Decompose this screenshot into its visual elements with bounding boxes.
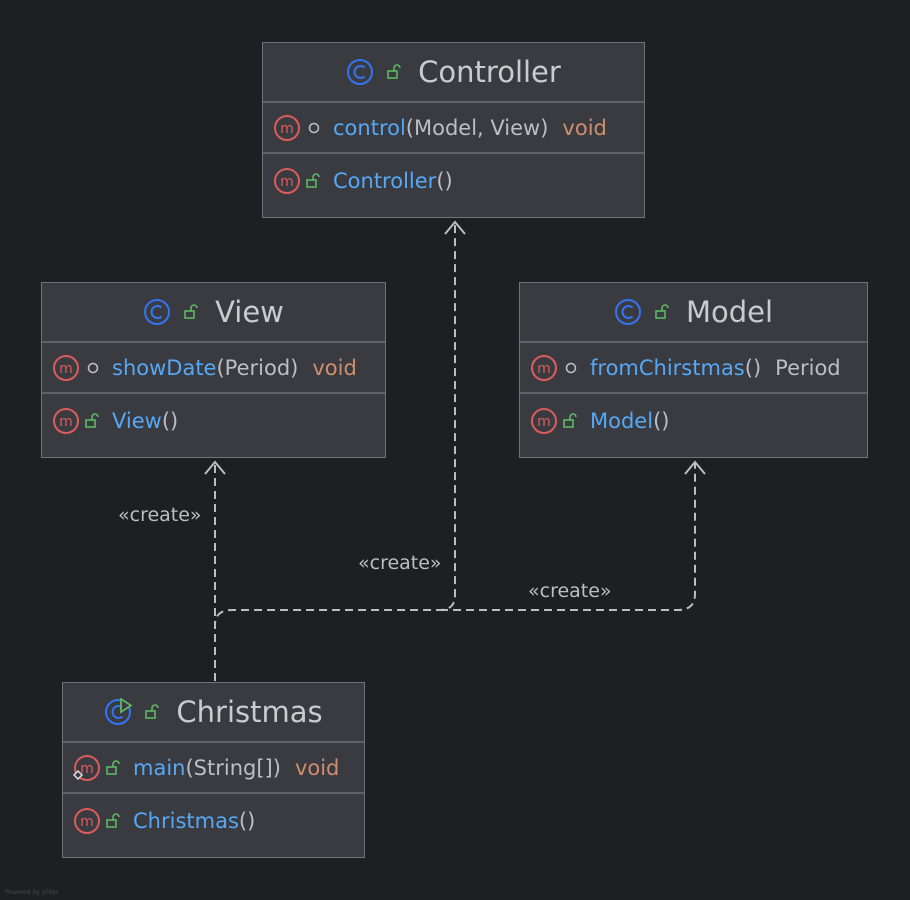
class-icon (143, 298, 171, 326)
method-row[interactable]: m main (String[]) void (63, 743, 364, 792)
package-visibility-icon (562, 359, 580, 377)
watermark: Powered by yFiles (5, 889, 59, 896)
method-icon: m (52, 407, 80, 435)
edge-label-create-model: «create» (528, 580, 612, 602)
svg-text:m: m (280, 174, 294, 190)
svg-text:m: m (80, 814, 94, 830)
method-return-type: void (312, 355, 357, 380)
constructor-row[interactable]: m Christmas () (63, 792, 364, 848)
public-lock-icon (305, 172, 323, 190)
class-name: Model (685, 295, 774, 329)
method-return-type: void (294, 755, 340, 780)
svg-text:m: m (280, 121, 294, 137)
class-header: Christmas (63, 683, 364, 743)
class-icon (346, 58, 374, 86)
class-header: Controller (263, 43, 644, 103)
class-name: Christmas (176, 695, 323, 729)
method-params: () (744, 355, 762, 380)
method-row[interactable]: m showDate (Period) void (42, 343, 385, 392)
method-icon: m (530, 354, 558, 382)
method-name: Christmas (133, 809, 239, 833)
svg-text:m: m (80, 761, 94, 777)
class-name: View (215, 295, 284, 329)
method-params: () (161, 409, 179, 433)
method-icon: m (73, 807, 101, 835)
method-icon: m (530, 407, 558, 435)
svg-text:m: m (537, 361, 551, 377)
method-icon: m (273, 114, 301, 142)
public-lock-icon (84, 412, 102, 430)
package-visibility-icon (84, 359, 102, 377)
constructor-row[interactable]: m Model () (520, 392, 867, 448)
class-header: View (42, 283, 385, 343)
public-lock-icon (105, 812, 123, 830)
method-name: Model (590, 409, 654, 433)
method-params: () (238, 809, 256, 833)
class-box-view[interactable]: View m showDate (Period) void m View () (41, 282, 386, 458)
static-method-icon: m (73, 754, 101, 782)
method-params: (Period) (216, 355, 299, 380)
edge-label-create-controller: «create» (358, 552, 442, 574)
arrowhead-model (684, 460, 706, 475)
arrowhead-controller (444, 220, 466, 235)
edge-christmas-to-model (440, 462, 696, 611)
class-box-christmas[interactable]: Christmas m main (String[]) void m Chris… (62, 682, 365, 858)
method-row[interactable]: m fromChirstmas () Period (520, 343, 867, 392)
public-lock-icon (654, 303, 672, 321)
method-icon: m (273, 167, 301, 195)
class-box-controller[interactable]: Controller m control (Model, View) void … (262, 42, 645, 218)
method-name: Controller (333, 169, 437, 193)
method-row[interactable]: m control (Model, View) void (263, 103, 644, 152)
method-return-type: Period (775, 355, 841, 380)
public-lock-icon (144, 703, 162, 721)
constructor-row[interactable]: m View () (42, 392, 385, 448)
runnable-class-icon (104, 698, 133, 726)
class-icon (614, 298, 642, 326)
method-name: fromChirstmas (590, 355, 745, 380)
method-name: View (112, 409, 162, 433)
method-name: control (333, 115, 406, 140)
public-lock-icon (183, 303, 201, 321)
svg-text:m: m (59, 361, 73, 377)
package-visibility-icon (305, 119, 323, 137)
method-icon: m (52, 354, 80, 382)
public-lock-icon (562, 412, 580, 430)
edge-christmas-to-controller (214, 222, 456, 681)
arrowhead-view (204, 460, 226, 475)
svg-text:m: m (537, 414, 551, 430)
edge-label-create-view: «create» (118, 504, 202, 526)
method-return-type: void (562, 115, 607, 140)
class-header: Model (520, 283, 867, 343)
method-params: (String[]) (185, 755, 281, 780)
method-params: () (436, 169, 453, 193)
constructor-row[interactable]: m Controller () (263, 152, 644, 208)
method-params: (Model, View) (405, 115, 549, 140)
public-lock-icon (105, 759, 123, 777)
class-name: Controller (418, 55, 561, 89)
class-box-model[interactable]: Model m fromChirstmas () Period m Model … (519, 282, 868, 458)
method-name: main (133, 755, 186, 780)
public-lock-icon (386, 63, 404, 81)
method-params: () (653, 409, 670, 433)
method-name: showDate (112, 355, 217, 380)
svg-text:m: m (59, 414, 73, 430)
